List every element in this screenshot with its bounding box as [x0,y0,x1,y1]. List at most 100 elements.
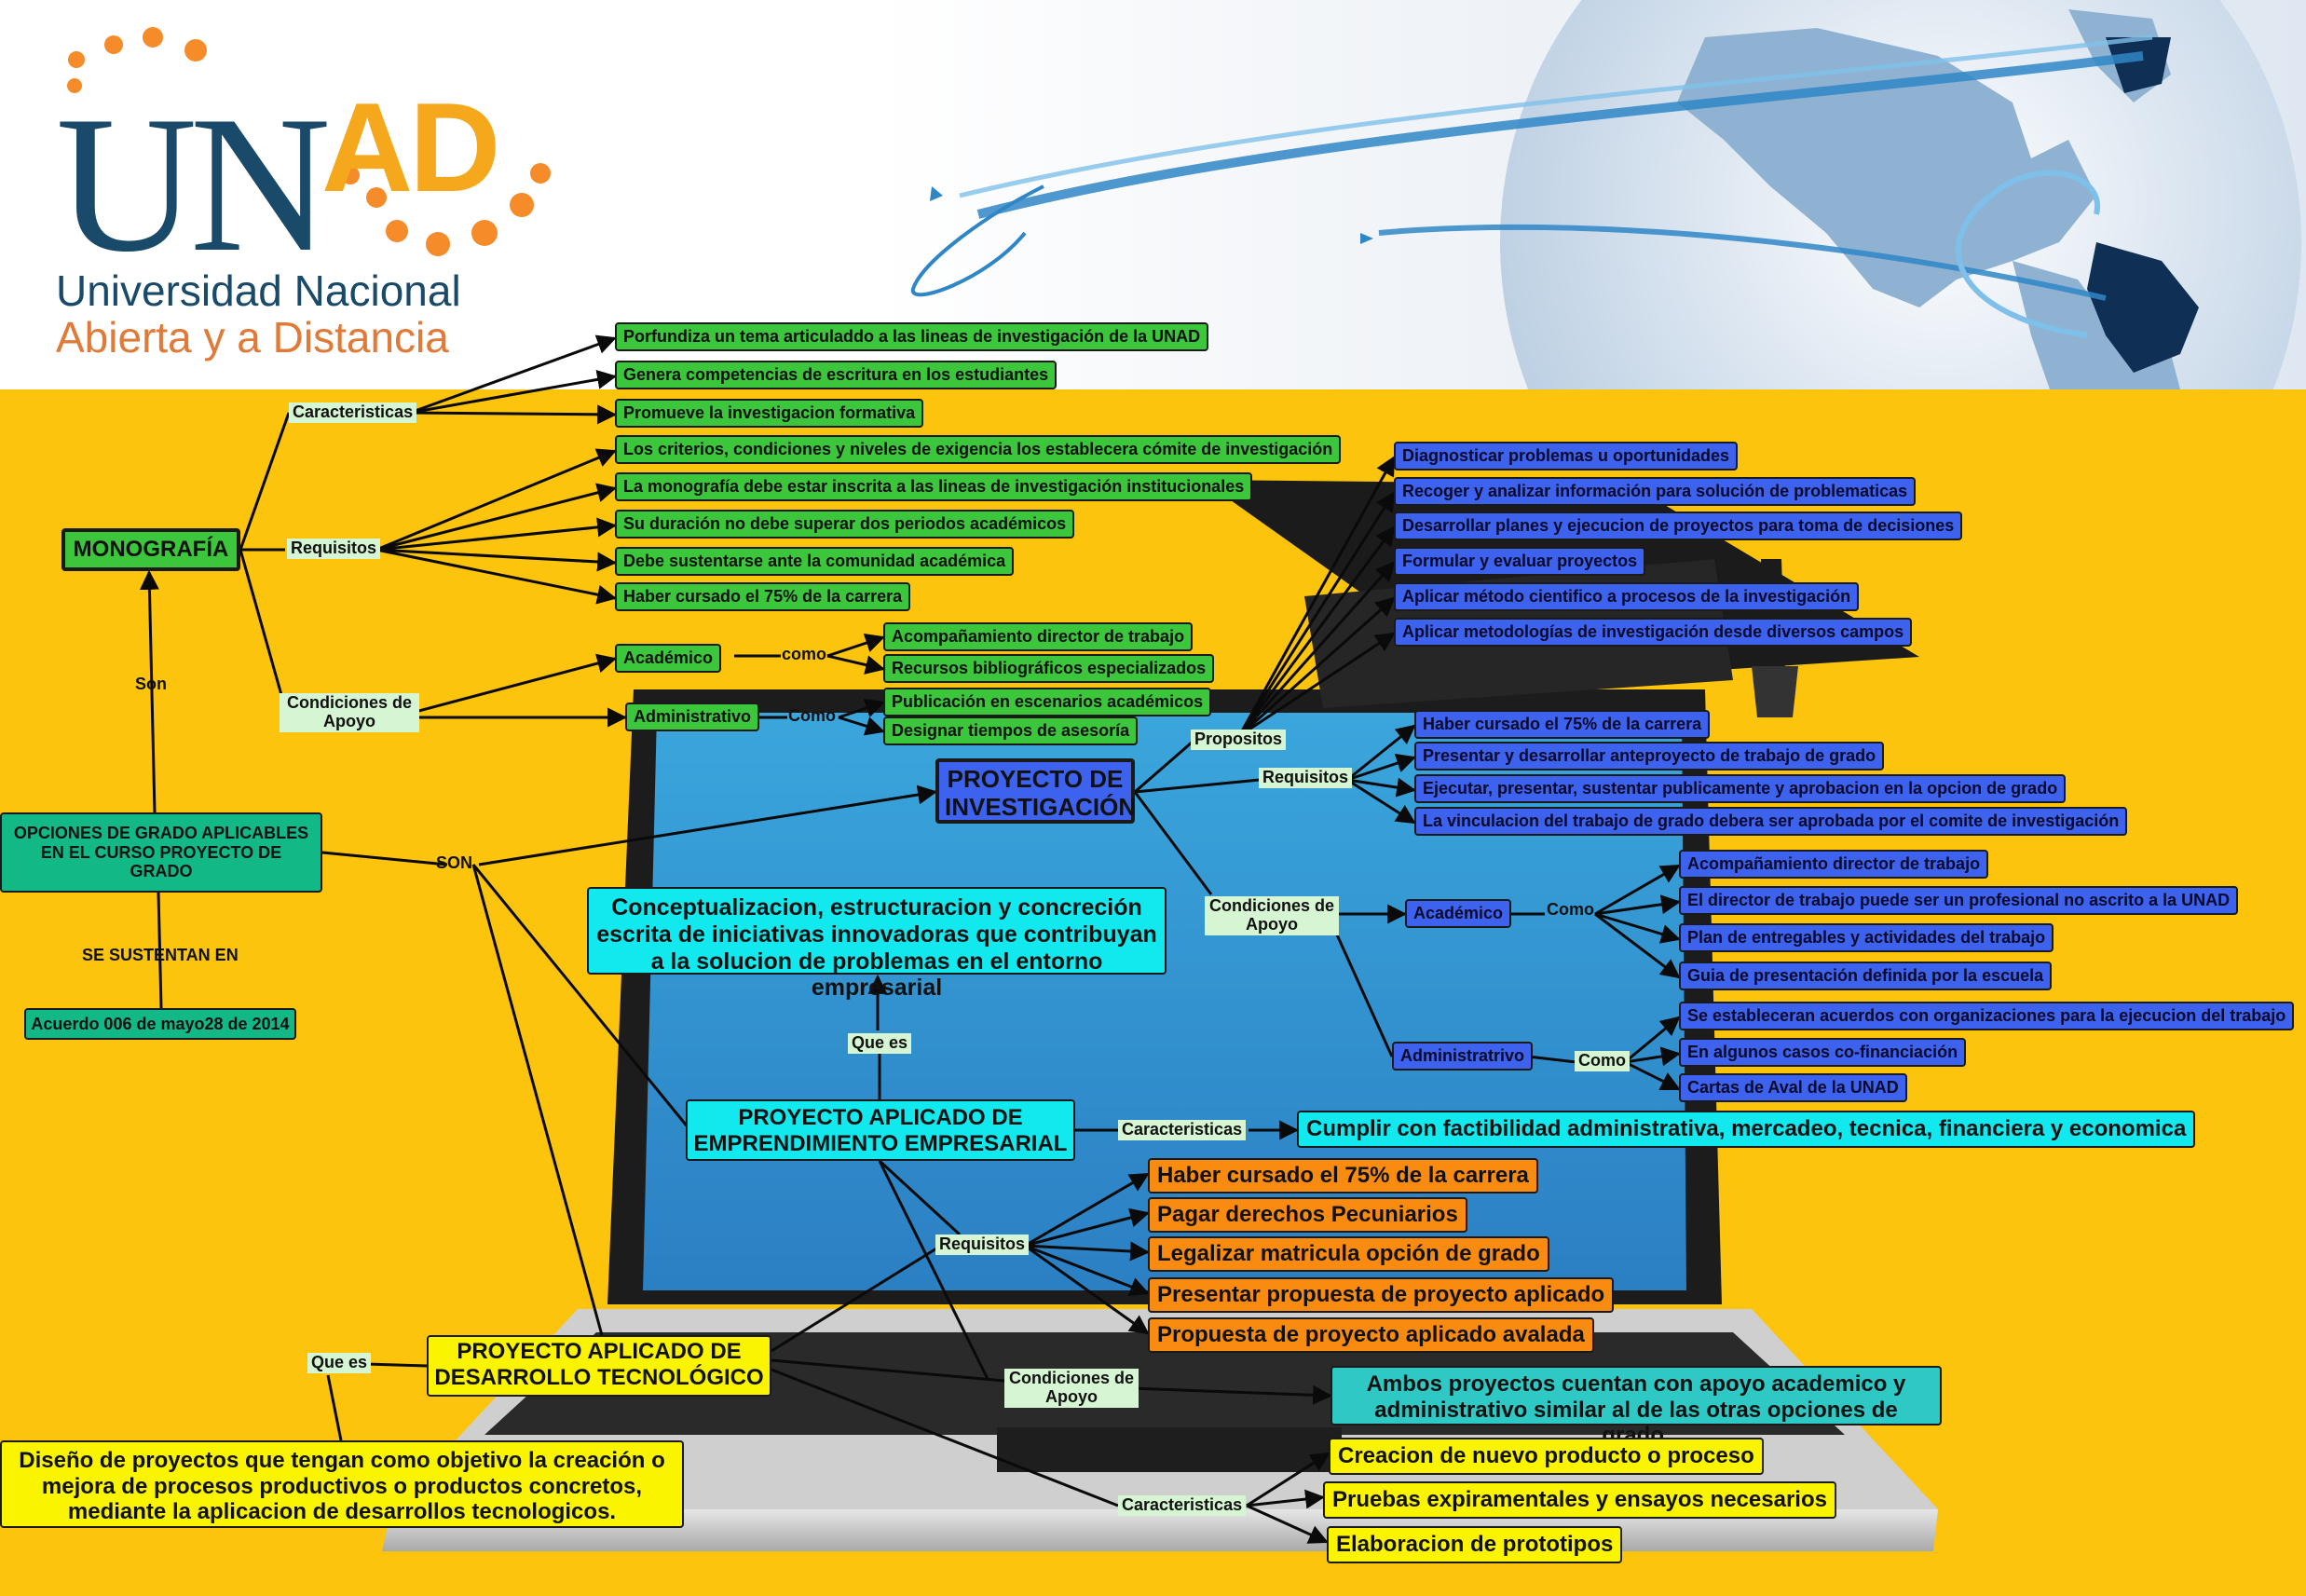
tec-caracteristica-2[interactable]: Pruebas expiramentales y ensayos necesar… [1323,1481,1836,1519]
acuerdo-node[interactable]: Acuerdo 006 de mayo28 de 2014 [24,1008,296,1040]
emp-caracteristicas-label: Caracteristicas [1118,1120,1247,1140]
mono-requisito-4[interactable]: Debe sustentarse ante la comunidad acadé… [615,547,1015,576]
tec-caracteristicas-label: Caracteristicas [1118,1495,1247,1516]
connector-13 [375,483,618,552]
connector-39 [1330,921,1394,1057]
logo-line1: Universidad Nacional [56,266,461,315]
connector-48 [1624,1060,1681,1091]
inv-requisito-2[interactable]: Presentar y desarrollar anteproyecto de … [1414,742,1885,771]
emp-definicion-node[interactable]: Conceptualizacion, estructuracion y conc… [587,887,1167,1001]
inv-administrativo-item-3[interactable]: Cartas de Aval de la UNAD [1679,1073,1907,1102]
connector-15 [375,548,618,572]
inv-proposito-2[interactable]: Recoger y analizar información para solu… [1394,477,1917,506]
connector-62 [771,1244,942,1353]
connector-27 [1133,791,1213,895]
mono-academico-item-2[interactable]: Recursos bibliográficos especializados [883,654,1215,683]
mono-caracteristica-1[interactable]: Porfundiza un tema articuladdo a las lin… [615,322,1209,351]
inv-academico-item-2[interactable]: El director de trabajo puede ser un prof… [1679,886,2239,915]
connector-32 [1238,596,1396,738]
mono-requisito-1[interactable]: Los criterios, condiciones y niveles de … [615,435,1342,464]
globe-illustration [910,0,2301,389]
son-label: Son [135,675,167,693]
inv-requisito-1[interactable]: Haber cursado el 75% de la carrera [1414,710,1711,739]
inv-proposito-6[interactable]: Aplicar metodologías de investigación de… [1394,618,1913,647]
tec-condiciones-node[interactable]: Ambos proyectos cuentan con apoyo academ… [1330,1366,1942,1448]
inv-requisito-4[interactable]: La vinculacion del trabajo de grado debe… [1414,807,2128,836]
tec-definicion-node[interactable]: Diseño de proyectos que tengan como obje… [0,1440,684,1528]
connector-56 [1024,1241,1151,1262]
connector-35 [1346,754,1416,782]
inv-academico-node[interactable]: Académico [1405,899,1512,928]
emprendimiento-node[interactable]: PROYECTO APLICADO DE EMPRENDIMIENTO EMPR… [686,1099,1075,1161]
connector-64 [1130,1385,1333,1405]
inv-administrativo-item-1[interactable]: Se estableceran acuerdos con organizacio… [1679,1002,2295,1030]
connector-47 [1624,1046,1682,1067]
emp-requisito-3[interactable]: Legalizar matricula opción de grado [1148,1236,1549,1272]
inv-academico-item-3[interactable]: Plan de entregables y actividades del tr… [1679,923,2054,952]
logo-letters-un: UN [56,76,327,293]
inv-condiciones-label: Condiciones de Apoyo [1205,896,1339,935]
inv-administrativo-item-2[interactable]: En algunos casos co-financiación [1679,1038,1967,1067]
mono-requisito-3[interactable]: Su duración no debe superar dos periodos… [615,510,1075,539]
inv-propositos-label: Propositos [1191,730,1287,750]
tec-caracteristica-3[interactable]: Elaboracion de prototipos [1327,1526,1623,1563]
sustentan-label: SE SUSTENTAN EN [82,946,239,964]
inv-como-label-2: Como [1575,1051,1630,1071]
logo-letters-ad: AD [321,76,497,218]
mono-caracteristica-2[interactable]: Genera competencias de escritura en los … [615,361,1057,389]
mono-como-label-1: como [782,645,827,663]
investigacion-node[interactable]: PROYECTO DE INVESTIGACIÓN [935,758,1136,824]
connector-60 [364,1362,428,1368]
inv-academico-item-1[interactable]: Acompañamiento director de trabajo [1679,850,1989,879]
tecnologico-node[interactable]: PROYECTO APLICADO DE DESARROLLO TECNOLÓG… [427,1335,771,1397]
emp-requisito-4[interactable]: Presentar propuesta de proyecto aplicado [1148,1277,1615,1313]
connector-57 [1024,1244,1150,1296]
mono-requisito-2[interactable]: La monografía debe estar inscrita a las … [615,472,1253,501]
root-node[interactable]: OPCIONES DE GRADO APLICABLES EN EL CURSO… [0,812,322,893]
inv-administrativo-node[interactable]: Administratrivo [1392,1042,1534,1071]
mono-administrativo-node[interactable]: Administrativo [625,703,760,731]
mono-administrativo-item-1[interactable]: Publicación en escenarios académicos [883,688,1212,716]
monografia-node[interactable]: MONOGRAFÍA [61,528,240,571]
connector-41 [1594,864,1681,916]
inv-proposito-4[interactable]: Formular y evaluar proyectos [1394,547,1646,576]
inv-academico-item-4[interactable]: Guia de presentación definida por la esc… [1679,962,2053,990]
mono-academico-item-1[interactable]: Acompañamiento director de trabajo [883,622,1194,651]
mono-requisito-5[interactable]: Haber cursado el 75% de la carrera [615,582,911,611]
inv-proposito-1[interactable]: Diagnosticar problemas u oportunidades [1394,442,1739,471]
connector-44 [1594,912,1681,979]
inv-proposito-5[interactable]: Aplicar método cientifico a procesos de … [1394,582,1860,611]
connector-6 [239,412,291,551]
connector-4 [471,864,691,1130]
connector-65 [771,1368,1119,1507]
connector-26 [1134,778,1261,794]
connector-12 [375,448,617,552]
connector-16 [375,548,618,605]
connector-36 [1346,777,1417,798]
connector-55 [1024,1207,1151,1248]
inv-requisito-3[interactable]: Ejecutar, presentar, sustentar publicame… [1414,774,2067,803]
inv-proposito-3[interactable]: Desarrollar planes y ejecucion de proyec… [1394,512,1963,540]
connector-11 [409,404,618,425]
connector-33 [1238,632,1396,738]
emp-requisito-5[interactable]: Propuesta de proyecto aplicado avalada [1148,1317,1594,1353]
connector-9 [409,334,617,415]
inv-requisitos-label: Requisitos [1259,768,1353,788]
mono-como-label-2: Como [788,706,836,725]
emp-requisito-1[interactable]: Haber cursado el 75% de la carrera [1148,1158,1538,1194]
mono-caracteristica-3[interactable]: Promueve la investigacion formativa [615,399,924,428]
mono-administrativo-item-2[interactable]: Designar tiempos de asesoría [883,716,1139,745]
connector-21 [826,654,886,675]
tec-caracteristica-1[interactable]: Creacion de nuevo producto o proceso [1329,1438,1764,1475]
connector-68 [1246,1504,1329,1544]
connector-14 [375,517,618,552]
emp-requisito-2[interactable]: Pagar derechos Pecuniarios [1148,1197,1467,1233]
emp-caracteristica-node[interactable]: Cumplir con factibilidad administrativa,… [1297,1111,2196,1148]
connector-2 [321,851,448,866]
mono-academico-node[interactable]: Académico [615,644,722,673]
connector-23 [838,699,885,719]
connector-42 [1594,894,1682,916]
connector-17 [411,653,618,715]
